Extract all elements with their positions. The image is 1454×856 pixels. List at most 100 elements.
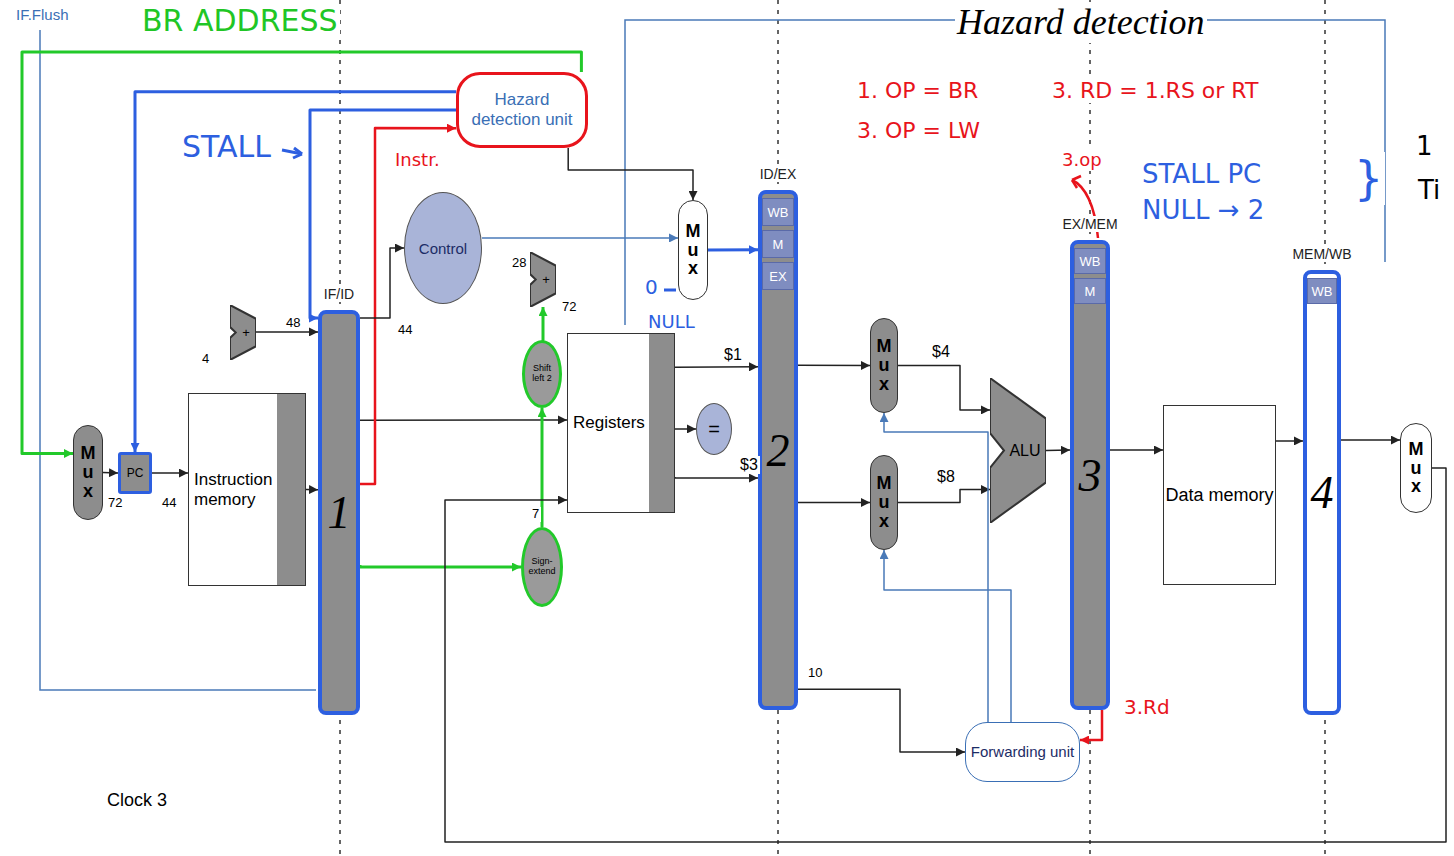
control-field: EX	[762, 262, 794, 290]
node-label: Forwarding unit	[971, 743, 1074, 760]
node-label: Sign-extend	[526, 557, 558, 577]
control-field: WB	[1307, 278, 1337, 304]
annotation-title: Hazard detection	[955, 2, 1207, 43]
pipeline-register: IF/ID1	[318, 310, 360, 715]
register-name: ID/EX	[758, 166, 799, 182]
adder-symbol-shape	[530, 252, 556, 307]
annotation-note: 3. RD = 1.RS or RT	[1050, 78, 1261, 103]
signal-wire	[798, 502, 870, 504]
signal-wire	[360, 565, 521, 567]
signal-name: IF.Flush	[14, 6, 71, 23]
node-label: +	[542, 272, 550, 287]
annotation-note: 1. OP = BR	[855, 78, 980, 103]
callout-number: 2	[767, 424, 790, 477]
control-field: M	[762, 230, 794, 258]
pipeline-register: EX/MEM3WBM	[1070, 240, 1110, 710]
node-label: EX	[769, 269, 786, 284]
bus-value: 10	[806, 666, 824, 681]
null-input	[664, 289, 676, 292]
memory-block: Instruction memory	[188, 393, 306, 586]
pc-register: PC	[118, 452, 152, 494]
control-field: WB	[1074, 248, 1106, 274]
mux-symbol: M u x	[870, 318, 898, 413]
node-label: Instruction memory	[194, 470, 276, 510]
callout-number: 4	[1311, 466, 1334, 519]
node-label: PC	[127, 466, 144, 480]
register-name: $1	[722, 346, 744, 364]
bus-value: 28	[510, 256, 528, 271]
signal-wire	[256, 331, 318, 333]
annotation-note: 3.op	[1060, 150, 1104, 171]
signal-wire	[542, 307, 543, 340]
signal-wire	[152, 472, 188, 474]
memory-block: Data memory	[1163, 405, 1276, 585]
adder-symbol: +	[530, 252, 556, 307]
register-name: IF/ID	[322, 286, 356, 302]
signal-wire	[568, 148, 693, 200]
callout-number: 3	[1079, 449, 1102, 502]
signal-wire	[1080, 710, 1102, 740]
signal-wire	[898, 366, 990, 410]
bus-value: 4	[200, 352, 211, 367]
node-label: M	[773, 237, 784, 252]
node-label: M u x	[1407, 440, 1425, 497]
register-name: $8	[935, 468, 957, 486]
signal-wire	[1276, 440, 1303, 442]
control-ellipse: Control	[404, 192, 482, 304]
hazard-unit: Hazard detection unit	[456, 72, 588, 148]
signal-wire	[360, 419, 567, 421]
annotation-brace: }	[1352, 152, 1385, 205]
annotation-arrowhead	[293, 148, 302, 158]
function-ellipse: Sign-extend	[521, 527, 563, 607]
annotation-note: 1	[1414, 132, 1435, 162]
function-ellipse: Shift left 2	[522, 340, 562, 408]
control-wire	[625, 20, 1385, 325]
pipeline-register: MEM/WB4WB	[1303, 270, 1341, 715]
flush-wire	[40, 30, 316, 690]
bus-value: 48	[284, 316, 302, 331]
signal-wire	[1341, 439, 1400, 441]
signal-wire	[898, 490, 990, 503]
mux-symbol: M u x	[678, 200, 708, 300]
node-label: M u x	[79, 444, 97, 501]
annotation-note: NULL → 2	[1140, 196, 1266, 226]
node-label: WB	[768, 205, 789, 220]
node-label: Hazard detection unit	[463, 90, 581, 129]
node-label: Control	[419, 240, 467, 257]
bus-value: 7	[530, 507, 541, 522]
annotation-arrowhead	[1072, 176, 1081, 188]
mux-symbol: M u x	[1400, 423, 1432, 513]
annotation-note: NULL	[646, 312, 697, 333]
signal-wire	[884, 550, 1011, 722]
node-label: M u x	[875, 474, 893, 531]
annotation-note: STALL PC	[1140, 160, 1263, 190]
signal-wire	[103, 472, 118, 474]
signal-wire	[445, 468, 1446, 842]
register-name: MEM/WB	[1290, 246, 1353, 262]
forwarding-unit: Forwarding unit	[965, 722, 1080, 782]
signal-wire	[798, 364, 870, 366]
comparator-circle: =	[696, 403, 732, 455]
mux-symbol: M u x	[73, 425, 103, 520]
signal-wire	[798, 689, 965, 752]
node-label: WB	[1080, 254, 1101, 269]
control-field: M	[1074, 278, 1106, 304]
annotation-note: 0	[643, 276, 660, 299]
node-label: Registers	[573, 413, 645, 433]
alu-symbol: ALU	[990, 378, 1046, 523]
bus-value: 44	[160, 496, 178, 511]
adder-symbol: +	[230, 305, 256, 360]
alu-symbol-shape	[990, 378, 1046, 523]
annotation-note: STALL	[180, 130, 273, 165]
signal-wire	[675, 428, 696, 430]
clock-label: Clock 3	[105, 790, 169, 811]
memory-block: Registers	[567, 333, 675, 513]
annotation-note: BR ADDRESS	[140, 4, 340, 39]
node-label: ALU	[1009, 442, 1040, 460]
signal-wire	[306, 489, 318, 491]
signal-wire	[708, 248, 758, 251]
signal-wire	[360, 128, 456, 484]
node-label: Data memory	[1165, 485, 1273, 506]
annotation-note: 3. OP = LW	[855, 118, 982, 143]
